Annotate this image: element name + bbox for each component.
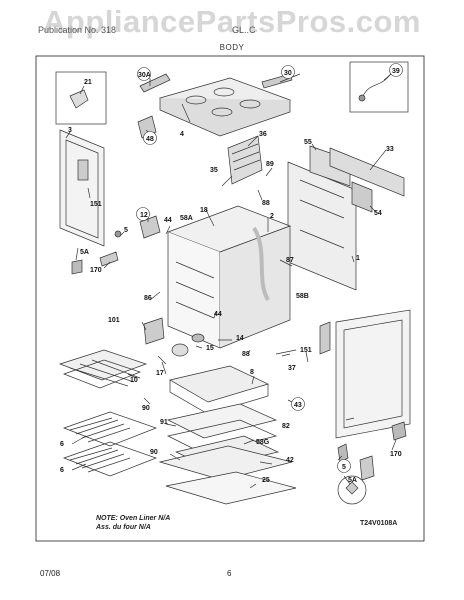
callout-5-top: 5 — [124, 227, 128, 234]
section-title: BODY — [219, 43, 245, 52]
header-model: GL..C — [232, 25, 256, 35]
callout-14: 14 — [236, 335, 244, 342]
callout-2: 2 — [270, 213, 274, 220]
callout-39: 39 — [392, 68, 400, 75]
callout-6-top: 6 — [60, 441, 64, 448]
callout-33: 33 — [386, 146, 394, 153]
callout-91: 91 — [160, 419, 168, 426]
callout-151-door: 151 — [300, 347, 312, 354]
callout-5a-bottom: 5A — [348, 477, 357, 484]
footer-page-number: 6 — [227, 569, 232, 578]
callout-54: 54 — [374, 210, 382, 217]
callout-4: 4 — [180, 131, 184, 138]
diagram-frame — [35, 55, 425, 542]
callout-58a: 58A — [180, 215, 193, 222]
callout-10: 10 — [130, 377, 138, 384]
callout-5-bottom: 5 — [342, 464, 346, 471]
callout-87: 87 — [286, 257, 294, 264]
callout-25: 25 — [262, 477, 270, 484]
callout-44-mid: 44 — [214, 311, 222, 318]
callout-36: 36 — [259, 131, 267, 138]
callout-42: 42 — [286, 457, 294, 464]
callout-90-top: 90 — [142, 405, 150, 412]
note-line-2: Ass. du four N/A — [96, 524, 151, 531]
callout-17: 17 — [156, 370, 164, 377]
callout-58g: 58G — [256, 439, 270, 446]
callout-37: 37 — [288, 365, 296, 372]
header-publication: Publication No. 318 — [38, 25, 117, 35]
footer-date: 07/08 — [40, 569, 61, 578]
callout-18: 18 — [200, 207, 208, 214]
callout-35: 35 — [210, 167, 218, 174]
callout-48: 48 — [146, 136, 154, 143]
callout-88-mid: 88 — [242, 351, 250, 358]
note-line-1: NOTE: Oven Liner N/A — [96, 515, 171, 522]
callout-6-bottom: 6 — [60, 467, 64, 474]
callout-90-bottom: 90 — [150, 449, 158, 456]
callout-101: 101 — [108, 317, 120, 324]
callout-12: 12 — [140, 212, 148, 219]
callout-82: 82 — [282, 423, 290, 430]
callout-55: 55 — [304, 139, 312, 146]
callout-58b: 58B — [296, 293, 309, 300]
diagram-code: T24V0108A — [360, 520, 398, 527]
callout-44-top: 44 — [164, 217, 172, 224]
watermark: AppliancePartsPros.com — [43, 4, 421, 39]
callout-30: 30 — [284, 70, 292, 77]
callout-86: 86 — [144, 295, 152, 302]
callout-1: 1 — [356, 255, 360, 262]
callout-88: 88 — [262, 200, 270, 207]
note-oven-liner: NOTE: Oven Liner N/A Ass. du four N/A — [96, 514, 170, 532]
callout-89: 89 — [266, 161, 274, 168]
callout-151-top: 151 — [90, 201, 102, 208]
callout-5a-top: 5A — [80, 249, 89, 256]
callout-15: 15 — [206, 345, 214, 352]
callout-43: 43 — [294, 402, 302, 409]
callout-21: 21 — [84, 79, 92, 86]
callout-170-top: 170 — [90, 267, 102, 274]
callout-3: 3 — [68, 127, 72, 134]
callout-170-bottom: 170 — [390, 451, 402, 458]
callout-8: 8 — [250, 369, 254, 376]
callout-30a: 30A — [138, 72, 151, 79]
